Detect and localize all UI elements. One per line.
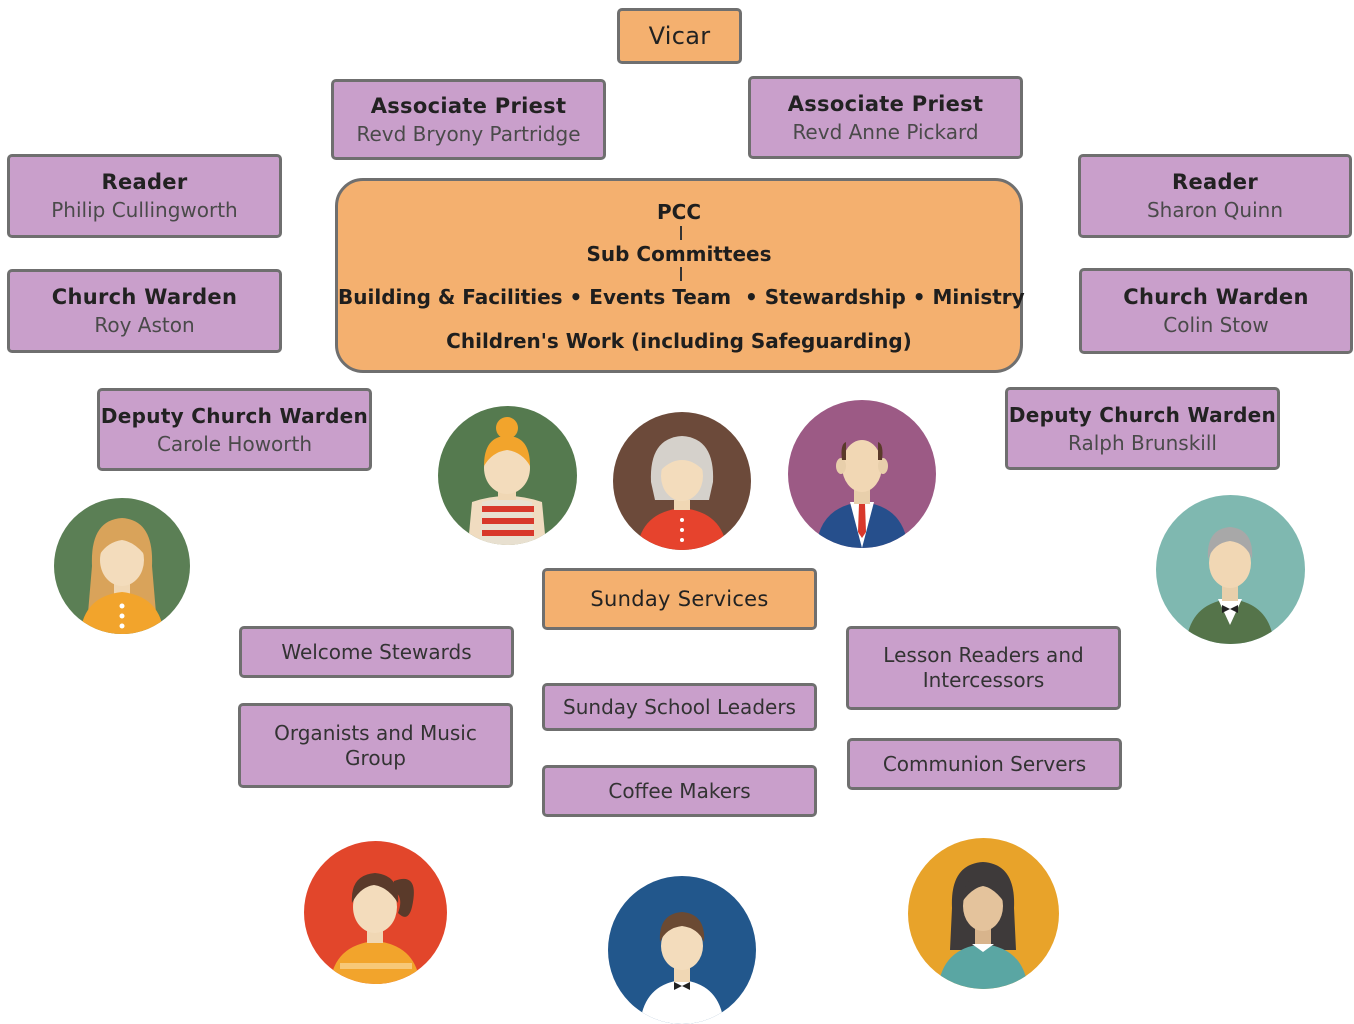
reader-left-box: Reader Philip Cullingworth bbox=[7, 154, 282, 238]
pcc-committees-list: Building & Facilities • Events Team • St… bbox=[338, 285, 1025, 309]
welcome-stewards-label: Welcome Stewards bbox=[281, 639, 472, 664]
pcc-box: PCC Sub Committees Building & Facilities… bbox=[335, 178, 1025, 373]
deputy-warden-right-box: Deputy Church Warden Ralph Brunskill bbox=[1005, 387, 1280, 470]
coffee-makers-label: Coffee Makers bbox=[608, 778, 751, 803]
associate-priest-left-name: Revd Bryony Partridge bbox=[356, 121, 581, 146]
deputy-warden-left-box: Deputy Church Warden Carole Howorth bbox=[97, 388, 372, 471]
associate-priest-left-box: Associate Priest Revd Bryony Partridge bbox=[331, 79, 606, 160]
pcc-connector-line bbox=[680, 226, 682, 240]
avatar-grey-haired-woman bbox=[613, 412, 751, 550]
vicar-box: Vicar bbox=[617, 8, 742, 64]
church-warden-right-name: Colin Stow bbox=[1163, 313, 1269, 337]
church-warden-left-box: Church Warden Roy Aston bbox=[7, 269, 282, 353]
avatar-ponytail-girl bbox=[304, 841, 447, 984]
deputy-warden-right-role: Deputy Church Warden bbox=[1008, 402, 1277, 427]
avatar-dark-haired-woman bbox=[908, 838, 1059, 989]
sunday-services-box: Sunday Services bbox=[542, 568, 817, 630]
associate-priest-right-box: Associate Priest Revd Anne Pickard bbox=[748, 76, 1023, 159]
lesson-readers-label: Lesson Readers and Intercessors bbox=[883, 643, 1084, 692]
avatar-blonde-girl bbox=[54, 498, 190, 634]
deputy-warden-left-role: Deputy Church Warden bbox=[100, 403, 369, 428]
reader-left-name: Philip Cullingworth bbox=[51, 198, 238, 222]
reader-right-role: Reader bbox=[1171, 170, 1258, 194]
sunday-services-title: Sunday Services bbox=[590, 587, 769, 611]
lesson-readers-box: Lesson Readers and Intercessors bbox=[846, 626, 1121, 710]
deputy-warden-left-name: Carole Howorth bbox=[156, 431, 313, 456]
organists-label: Organists and Music Group bbox=[274, 720, 477, 770]
pcc-childrens-work: Children's Work (including Safeguarding) bbox=[446, 329, 912, 353]
church-warden-left-name: Roy Aston bbox=[94, 313, 195, 337]
associate-priest-right-role: Associate Priest bbox=[787, 91, 984, 116]
avatar-bald-man bbox=[788, 400, 936, 548]
sunday-school-box: Sunday School Leaders bbox=[542, 683, 817, 731]
reader-right-box: Reader Sharon Quinn bbox=[1078, 154, 1352, 238]
pcc-connector-line bbox=[680, 267, 682, 281]
avatar-grey-haired-man bbox=[1156, 495, 1305, 644]
sunday-school-label: Sunday School Leaders bbox=[563, 694, 796, 719]
associate-priest-right-name: Revd Anne Pickard bbox=[792, 119, 979, 144]
vicar-title: Vicar bbox=[648, 22, 711, 50]
communion-servers-label: Communion Servers bbox=[882, 751, 1087, 776]
pcc-sub-committees: Sub Committees bbox=[586, 242, 772, 266]
avatar-boy bbox=[608, 876, 756, 1024]
pcc-title: PCC bbox=[656, 200, 701, 224]
reader-left-role: Reader bbox=[101, 170, 188, 194]
reader-right-name: Sharon Quinn bbox=[1146, 198, 1283, 222]
church-warden-right-box: Church Warden Colin Stow bbox=[1079, 268, 1353, 354]
communion-servers-box: Communion Servers bbox=[847, 738, 1122, 790]
avatar-girl-bun bbox=[438, 406, 577, 545]
organists-box: Organists and Music Group bbox=[238, 703, 513, 788]
church-warden-left-role: Church Warden bbox=[51, 285, 238, 309]
church-warden-right-role: Church Warden bbox=[1123, 285, 1309, 309]
associate-priest-left-role: Associate Priest bbox=[370, 93, 567, 118]
deputy-warden-right-name: Ralph Brunskill bbox=[1068, 430, 1217, 455]
welcome-stewards-box: Welcome Stewards bbox=[239, 626, 514, 678]
coffee-makers-box: Coffee Makers bbox=[542, 765, 817, 817]
